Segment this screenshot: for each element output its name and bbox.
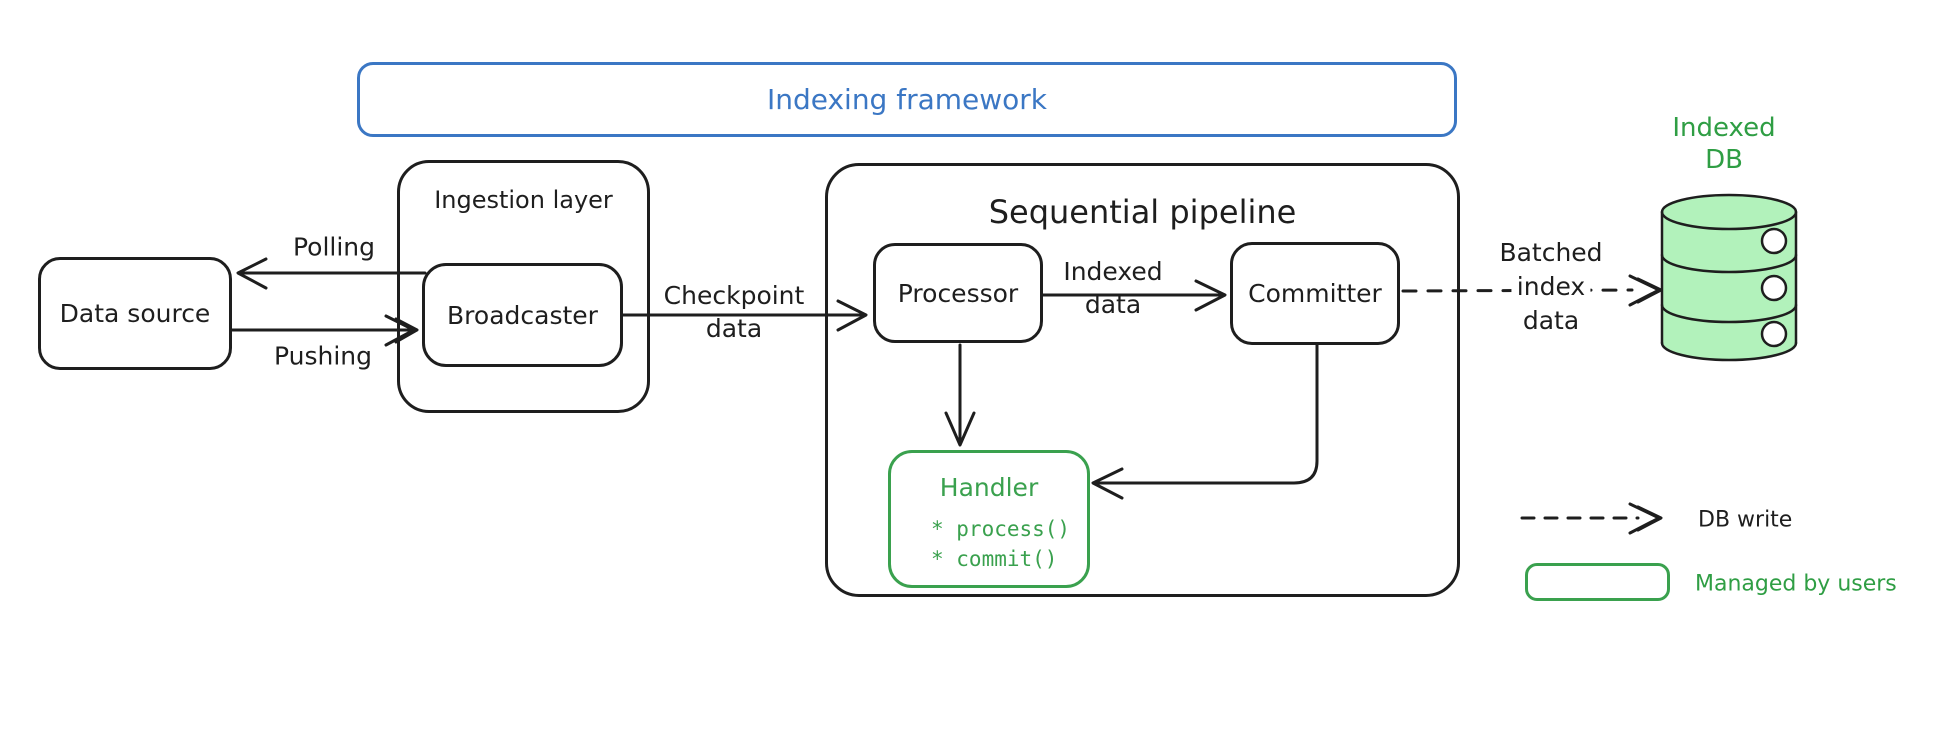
handler-method-process: * process()	[931, 517, 1071, 541]
pushing-arrow	[230, 314, 419, 347]
node-ingestion-layer: Ingestion layer	[397, 160, 650, 413]
node-processor: Processor	[873, 243, 1043, 343]
broadcaster-label: Broadcaster	[447, 300, 598, 330]
indexed-db-icon	[1660, 193, 1798, 362]
polling-label: Polling	[292, 232, 376, 262]
node-broadcaster: Broadcaster	[422, 263, 623, 367]
checkpoint-data-label: Checkpoint data	[663, 281, 805, 343]
indexed-data-arrow	[1041, 279, 1227, 312]
processor-to-handler-arrow	[944, 343, 976, 447]
batched-index-data-label: Batched index data	[1499, 238, 1603, 335]
committer-label: Committer	[1248, 279, 1382, 308]
polling-arrow	[236, 257, 427, 290]
node-handler: Handler * process() * commit()	[888, 450, 1090, 588]
node-data-source: Data source	[38, 257, 232, 370]
pushing-label: Pushing	[273, 341, 373, 371]
handler-method-commit: * commit()	[931, 547, 1058, 571]
processor-label: Processor	[897, 278, 1019, 308]
handler-title: Handler	[939, 473, 1039, 502]
node-sequential-pipeline: Sequential pipeline	[825, 163, 1460, 597]
legend-managed-label: Managed by users	[1695, 571, 1897, 597]
checkpoint-arrow	[621, 299, 868, 332]
data-source-label: Data source	[59, 299, 211, 328]
ingestion-layer-label: Ingestion layer	[434, 186, 613, 214]
sequential-pipeline-label: Sequential pipeline	[988, 193, 1297, 231]
indexing-framework-label: Indexing framework	[766, 83, 1048, 116]
committer-to-handler-arrow	[1091, 343, 1319, 500]
indexed-db-label: Indexed DB	[1672, 113, 1776, 175]
indexing-framework-banner: Indexing framework	[357, 62, 1457, 137]
indexed-data-label: Indexed data	[1063, 257, 1163, 319]
legend-db-write-arrow	[1520, 502, 1663, 535]
legend-managed-swatch	[1525, 563, 1670, 601]
node-committer: Committer	[1230, 242, 1400, 345]
legend-db-write-label: DB write	[1698, 507, 1793, 533]
